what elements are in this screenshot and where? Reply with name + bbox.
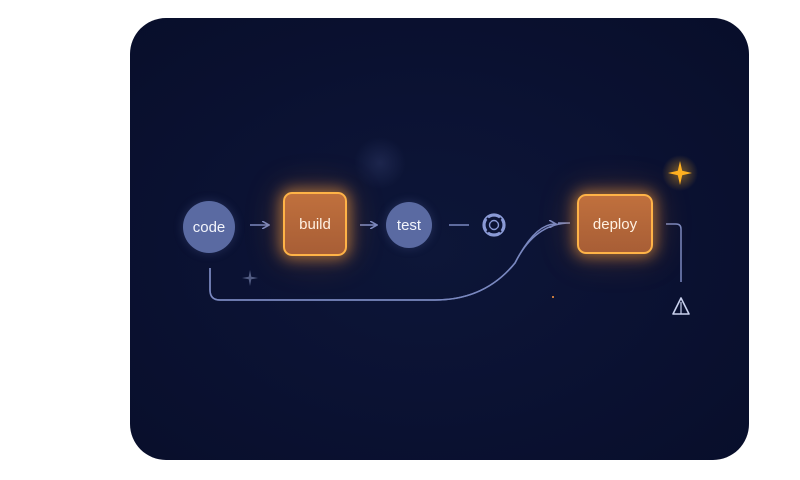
small-star-icon: [242, 270, 258, 286]
triangle-warning-icon: [672, 297, 690, 315]
node-build: build: [283, 192, 347, 256]
connector-deploy-to-alert: [666, 223, 682, 282]
sparkle-icon: [668, 161, 692, 185]
node-code: code: [183, 201, 235, 253]
lifebuoy-icon: [482, 213, 506, 237]
background-orb: [354, 137, 406, 189]
node-test: test: [386, 202, 432, 248]
tiny-dot: [552, 296, 554, 298]
node-deploy: deploy: [577, 194, 653, 254]
connectors-layer: [209, 137, 698, 315]
loop-arrow-into-deploy: [209, 224, 555, 301]
pipeline-diagram-panel: code build test deploy: [130, 18, 749, 460]
